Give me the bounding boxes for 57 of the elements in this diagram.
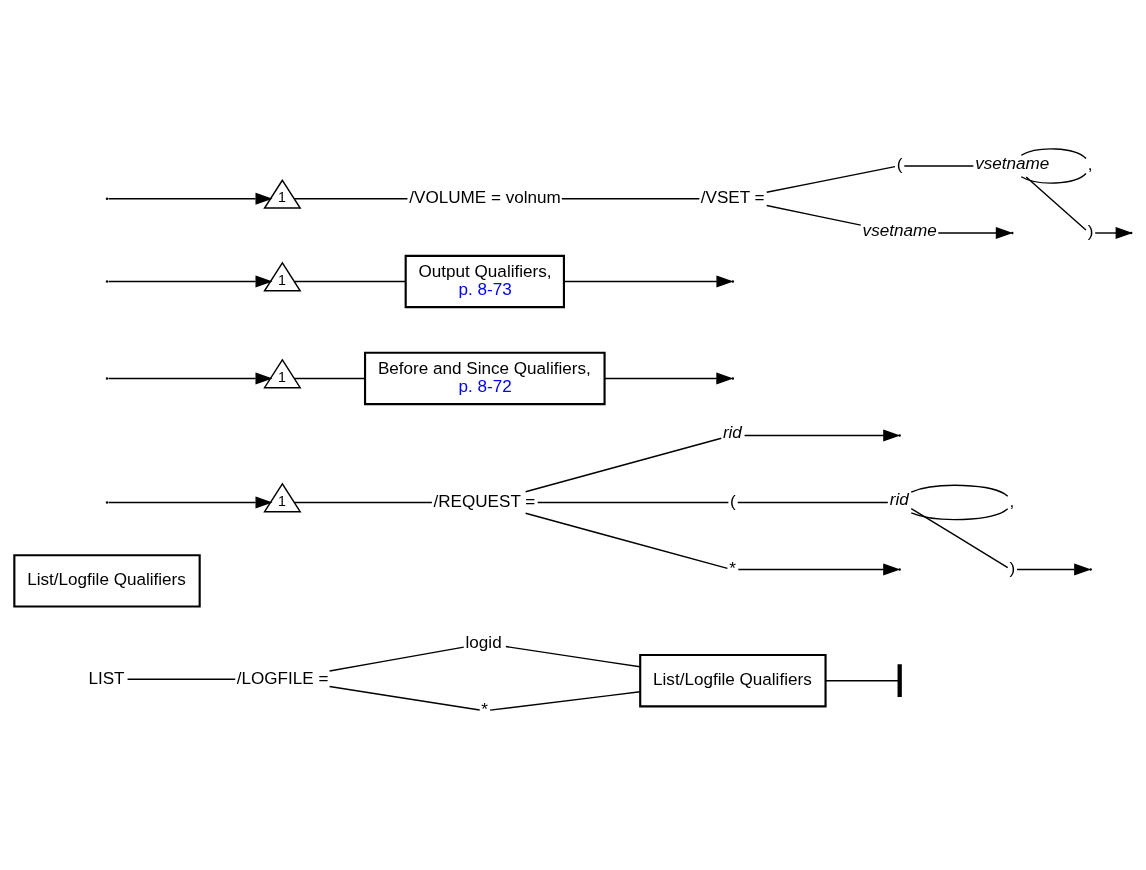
node-text: (	[730, 491, 736, 511]
connector	[328, 685, 481, 711]
node-text: vsetname	[975, 153, 1050, 173]
connector	[524, 437, 723, 493]
node-text: /LOGFILE =	[236, 668, 329, 688]
connector	[536, 501, 730, 504]
node-box: List/Logfile Qualifiers	[13, 554, 201, 608]
node-box: Before and Since Qualifiers, p. 8-72	[364, 351, 606, 406]
arrow	[563, 275, 734, 288]
connector	[293, 501, 433, 504]
arrow	[937, 227, 1013, 239]
connector	[1020, 148, 1087, 160]
connector	[561, 198, 701, 200]
connector	[293, 198, 409, 200]
connector	[293, 280, 407, 283]
arrow	[107, 192, 273, 205]
arrow	[107, 372, 273, 385]
node-text: (	[896, 155, 903, 175]
connector	[910, 508, 1009, 521]
connector	[765, 165, 896, 194]
connector	[910, 484, 1009, 497]
connector	[825, 679, 899, 682]
node-text: *	[481, 700, 488, 720]
connector	[1025, 176, 1087, 231]
node-text: ,	[1009, 491, 1015, 511]
arrow	[737, 563, 901, 576]
arrow	[107, 496, 273, 509]
connector	[910, 507, 1009, 569]
node-box: Output Qualifiers, p. 8-73	[404, 254, 565, 309]
connector	[737, 501, 889, 504]
node-text: /REQUEST =	[433, 491, 536, 511]
connector	[489, 691, 641, 711]
node-text: /VSET =	[700, 188, 765, 208]
connector	[328, 646, 465, 672]
arrow	[107, 275, 273, 288]
connector	[765, 204, 862, 226]
connector	[293, 377, 366, 380]
node-text: )	[1087, 222, 1094, 242]
node-text: )	[1009, 558, 1016, 578]
connector	[524, 512, 729, 570]
node-bar	[897, 664, 902, 698]
node-box: List/Logfile Qualifiers	[639, 653, 827, 708]
connector	[505, 645, 641, 668]
node-text: /VOLUME = volnum	[409, 188, 561, 208]
node-text: rid	[722, 423, 742, 443]
node-text: ,	[1087, 155, 1093, 175]
node-text: rid	[889, 490, 909, 510]
node-text: vsetname	[862, 221, 937, 240]
node-text: logid	[465, 633, 502, 653]
connector	[1020, 172, 1087, 184]
arrow	[1016, 563, 1092, 576]
node-text: LIST	[88, 668, 125, 688]
arrow	[743, 429, 901, 442]
connector	[903, 165, 975, 167]
connector	[126, 678, 236, 680]
arrow	[604, 372, 734, 385]
node-text: *	[729, 558, 736, 578]
